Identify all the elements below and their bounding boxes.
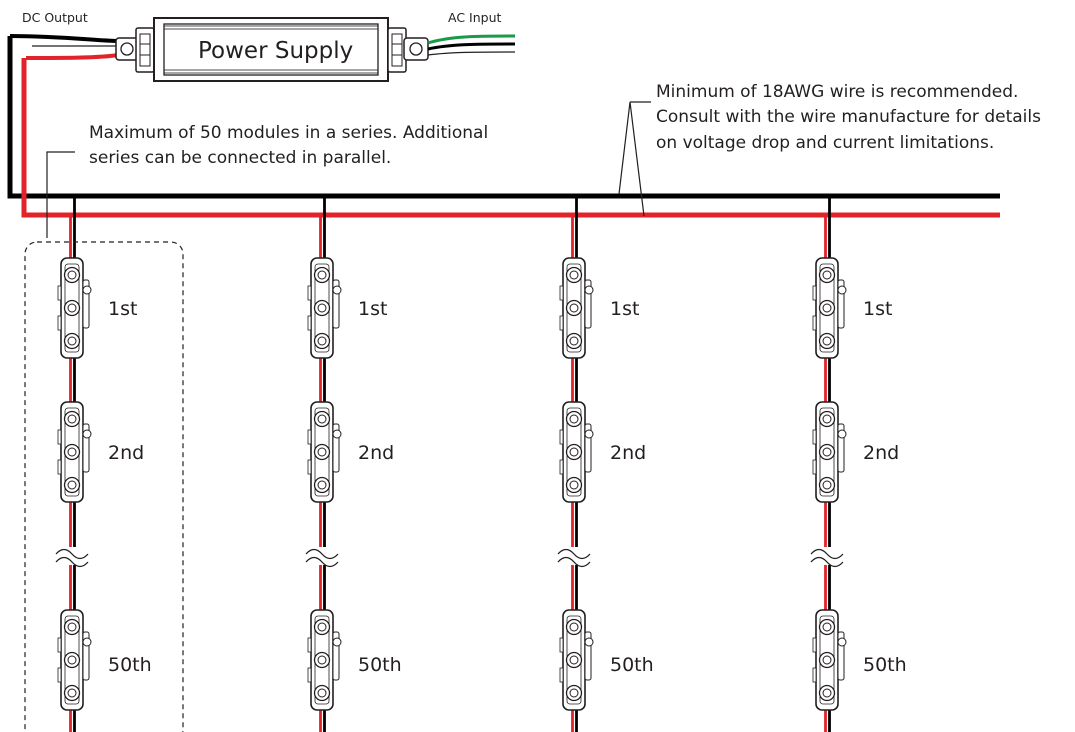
series-drop-2: 1st 2nd 50th bbox=[304, 196, 402, 732]
module-position-label: 50th bbox=[358, 654, 402, 676]
led-module-icon bbox=[559, 257, 594, 359]
dc-output-black-cable bbox=[9, 34, 119, 43]
module-position-label: 2nd bbox=[610, 442, 646, 464]
ac-input-white-cable bbox=[427, 51, 516, 56]
wire-gauge-callout: Minimum of 18AWG wire is recommended. Co… bbox=[618, 82, 1041, 217]
wire-break-icon bbox=[54, 547, 90, 568]
wire-break-icon bbox=[556, 547, 592, 568]
module-position-label: 2nd bbox=[108, 442, 144, 464]
module-position-label: 50th bbox=[610, 654, 654, 676]
led-module-icon bbox=[57, 257, 92, 359]
ac-input-black-cable bbox=[427, 42, 516, 51]
series-drop-4: 1st 2nd 50th bbox=[809, 196, 907, 732]
led-module-icon bbox=[812, 401, 847, 503]
wire-gauge-note-line-1: Minimum of 18AWG wire is recommended. bbox=[656, 82, 1018, 102]
positive-bus-wire bbox=[21, 58, 1000, 218]
module-position-label: 50th bbox=[108, 654, 152, 676]
module-position-label: 2nd bbox=[863, 442, 899, 464]
series-limit-callout: Maximum of 50 modules in a series. Addit… bbox=[46, 123, 488, 238]
series-limit-note-line-2: series can be connected in parallel. bbox=[89, 148, 391, 168]
led-module-icon bbox=[812, 609, 847, 711]
module-position-label: 2nd bbox=[358, 442, 394, 464]
module-position-label: 50th bbox=[863, 654, 907, 676]
power-supply-title: Power Supply bbox=[198, 38, 353, 64]
led-module-icon bbox=[307, 609, 342, 711]
wire-break-icon bbox=[809, 547, 845, 568]
dc-output-red-cable bbox=[25, 53, 119, 60]
ac-input-green-cable bbox=[427, 34, 516, 45]
module-position-label: 1st bbox=[610, 298, 639, 320]
dc-output-label: DC Output bbox=[22, 10, 88, 25]
led-module-icon bbox=[559, 401, 594, 503]
power-supply: Power Supply DC Output AC Input bbox=[9, 10, 516, 82]
series-group-outline bbox=[24, 241, 184, 732]
negative-bus-wire bbox=[7, 36, 1000, 199]
wire-gauge-note-line-3: on voltage drop and current limitations. bbox=[656, 133, 994, 153]
led-module-icon bbox=[307, 257, 342, 359]
led-module-icon bbox=[812, 257, 847, 359]
led-module-icon bbox=[307, 401, 342, 503]
series-drop-1: 1st 2nd 50th bbox=[54, 196, 152, 732]
module-position-label: 1st bbox=[358, 298, 387, 320]
series-drop-3: 1st 2nd 50th bbox=[556, 196, 654, 732]
main-bus bbox=[7, 36, 1000, 218]
wire-gauge-note-line-2: Consult with the wire manufacture for de… bbox=[656, 107, 1041, 127]
series-limit-note-line-1: Maximum of 50 modules in a series. Addit… bbox=[89, 123, 488, 143]
ac-input-label: AC Input bbox=[448, 10, 501, 25]
module-position-label: 1st bbox=[108, 298, 137, 320]
led-module-icon bbox=[57, 609, 92, 711]
led-module-icon bbox=[559, 609, 594, 711]
led-module-icon bbox=[57, 401, 92, 503]
wire-break-icon bbox=[304, 547, 340, 568]
module-position-label: 1st bbox=[863, 298, 892, 320]
